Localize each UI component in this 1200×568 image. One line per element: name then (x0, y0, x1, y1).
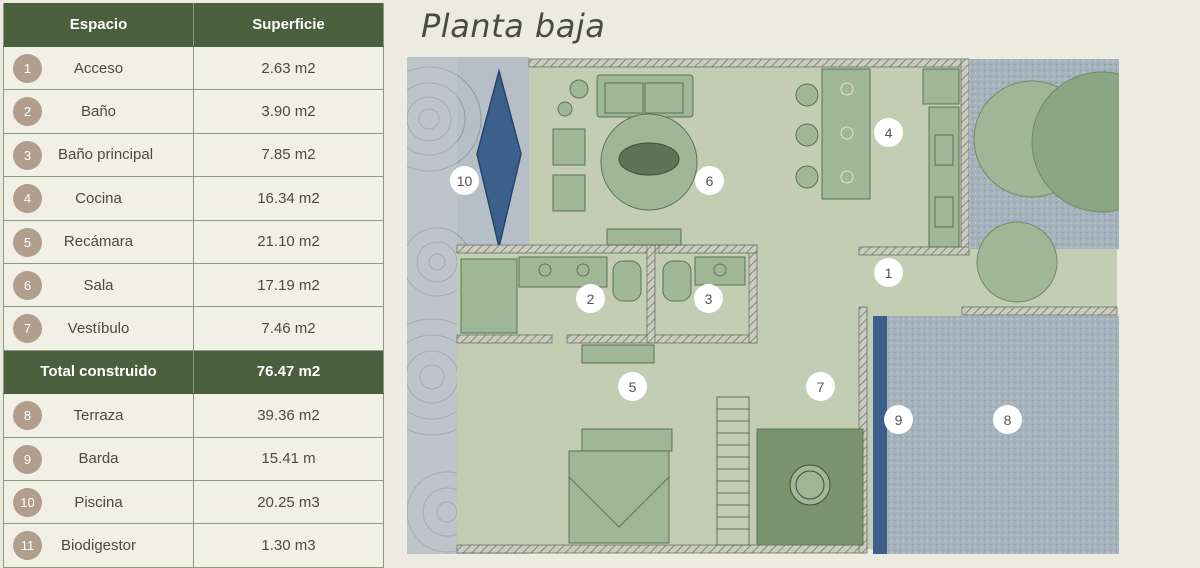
table-row: 2 Baño 3.90 m2 (3, 90, 384, 134)
row-number-badge: 1 (13, 54, 42, 83)
row-area-value: 17.19 m2 (194, 263, 384, 307)
table-row: 10 Piscina 20.25 m3 (3, 480, 384, 525)
table-row: 9 Barda 15.41 m (3, 437, 384, 481)
row-number-badge: 10 (13, 487, 42, 517)
row-space-name: Baño principal (57, 146, 154, 164)
bathroom-fixtures-icon (460, 228, 746, 334)
row-number-badge: 2 (13, 97, 42, 127)
row-area-value: 21.10 m2 (194, 220, 384, 263)
plan-label-6: 6 (695, 166, 724, 195)
row-number-badge: 3 (13, 140, 42, 170)
table-row: 6 Sala 17.19 m2 (3, 263, 384, 308)
row-area-value: 16.34 m2 (194, 177, 384, 220)
table-header: Espacio Superficie (3, 3, 384, 47)
row-space-name: Vestíbulo (67, 320, 130, 338)
row-number-badge: 7 (13, 314, 42, 344)
row-space-name: Piscina (74, 493, 123, 511)
row-space-name: Cocina (75, 189, 122, 207)
table-row: 8 Terraza 39.36 m2 (3, 394, 384, 438)
header-area: Superficie (194, 3, 384, 46)
total-label: Total construido (3, 350, 194, 394)
table-row: 5 Recámara 21.10 m2 (3, 220, 384, 264)
row-number-badge: 4 (13, 184, 42, 214)
tree-icon (973, 71, 1119, 303)
plan-label-8: 8 (993, 405, 1022, 434)
plan-label-5: 5 (618, 372, 647, 401)
plan-label-4: 4 (874, 118, 903, 147)
total-value: 76.47 m2 (194, 350, 384, 394)
row-number-badge: 11 (13, 531, 42, 561)
floor-plan (407, 57, 1119, 554)
plan-title: Planta baja (421, 7, 606, 45)
plan-label-2: 2 (576, 284, 605, 313)
row-space-name: Recámara (63, 233, 134, 251)
row-space-name: Barda (78, 450, 119, 468)
row-area-value: 7.85 m2 (194, 133, 384, 177)
row-number-badge: 8 (13, 401, 42, 431)
row-space-name: Baño (80, 103, 117, 121)
row-area-value: 39.36 m2 (194, 394, 384, 437)
total-row: Total construido 76.47 m2 (3, 350, 384, 395)
row-area-value: 7.46 m2 (194, 307, 384, 350)
row-number-badge: 9 (13, 444, 42, 474)
table-row: 1 Acceso 2.63 m2 (3, 47, 384, 91)
row-area-value: 20.25 m3 (194, 480, 384, 524)
kitchen-counter-icon (922, 68, 960, 248)
table-row: 11 Biodigestor 1.30 m3 (3, 524, 384, 568)
row-space-name: Biodigestor (60, 536, 137, 554)
row-number-badge: 5 (13, 227, 42, 257)
row-area-value: 2.63 m2 (194, 47, 384, 90)
plan-label-7: 7 (806, 372, 835, 401)
plan-label-9: 9 (884, 405, 913, 434)
table-row: 4 Cocina 16.34 m2 (3, 177, 384, 221)
row-area-value: 3.90 m2 (194, 90, 384, 133)
plan-label-10: 10 (450, 166, 479, 195)
plan-label-1: 1 (874, 258, 903, 287)
fence-strip (873, 316, 887, 554)
biodigestor-icon (756, 428, 864, 546)
row-space-name: Sala (83, 276, 114, 294)
sofa-icon (596, 74, 694, 118)
row-area-value: 15.41 m (194, 437, 384, 480)
row-space-name: Acceso (73, 59, 124, 77)
stairs-icon (716, 396, 750, 546)
armchair-icon (552, 79, 589, 212)
table-row: 3 Baño principal 7.85 m2 (3, 133, 384, 178)
terrace-area (887, 316, 1119, 554)
table-row: 7 Vestíbulo 7.46 m2 (3, 307, 384, 351)
coffee-table-icon (600, 113, 698, 211)
kitchen-island-icon (795, 68, 871, 200)
row-area-value: 1.30 m3 (194, 524, 384, 567)
header-space: Espacio (3, 3, 194, 46)
row-space-name: Terraza (73, 406, 124, 424)
row-number-badge: 6 (13, 270, 42, 300)
bed-icon (568, 344, 673, 544)
plan-label-3: 3 (694, 284, 723, 313)
